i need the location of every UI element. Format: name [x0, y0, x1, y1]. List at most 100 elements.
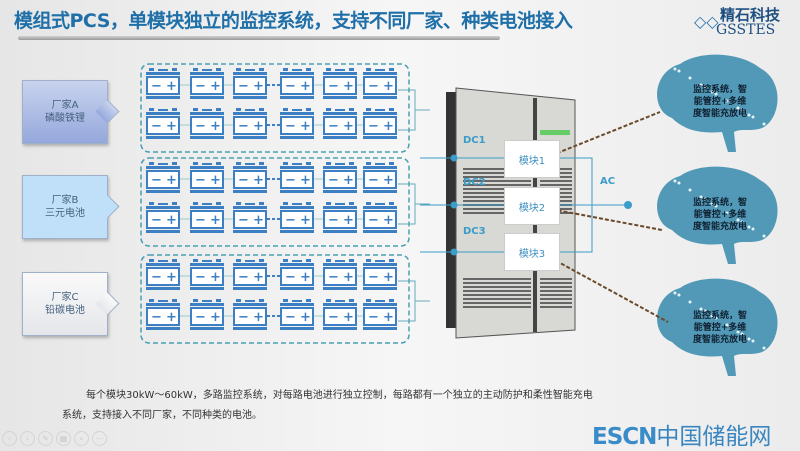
terminal [366, 108, 371, 111]
ac-label: AC [600, 176, 616, 187]
vendor-type: 铅碳电池 [45, 305, 85, 316]
plus-sign: + [343, 270, 354, 285]
next-icon[interactable]: › [20, 431, 35, 446]
group-connector [398, 89, 430, 131]
battery-body [323, 307, 357, 326]
terminal [259, 162, 264, 165]
bar [190, 263, 224, 266]
bar [190, 190, 224, 193]
terminal [149, 202, 154, 205]
vent-slat [463, 302, 531, 304]
prev-icon[interactable]: ‹ [2, 431, 17, 446]
terminal [306, 299, 311, 302]
vent-slat [463, 168, 531, 170]
bar [363, 72, 397, 75]
vent-slat [463, 200, 531, 202]
battery-body [280, 170, 314, 189]
battery-body [190, 267, 224, 286]
terminal [366, 162, 371, 165]
neuron-dot [751, 339, 755, 343]
bar [233, 206, 267, 209]
bar [202, 109, 212, 111]
plus-sign: + [253, 270, 264, 285]
bar [190, 72, 224, 75]
bar [158, 109, 168, 111]
plus-sign: + [166, 119, 177, 134]
terminal [193, 299, 198, 302]
plus-sign: + [166, 79, 177, 94]
bar [363, 166, 397, 169]
minus-sign: − [328, 310, 339, 325]
bar [146, 206, 180, 209]
minus-sign: − [328, 79, 339, 94]
plus-sign: + [383, 79, 394, 94]
logo-cn: 精石科技 [720, 6, 781, 24]
minus-sign: − [195, 213, 206, 228]
bar [363, 230, 397, 233]
neuron-dot [740, 220, 744, 224]
battery-body [233, 76, 267, 95]
watermark: ESCN中国储能网 [592, 424, 772, 450]
bar [233, 303, 267, 306]
dc-node [450, 154, 458, 162]
battery-icon: −+ [190, 68, 224, 99]
neuron-dot [703, 85, 707, 89]
vent-slat [540, 298, 572, 300]
minus-sign: − [238, 119, 249, 134]
plus-sign: + [210, 310, 221, 325]
more-icon[interactable]: ⋯ [92, 431, 107, 446]
bar [146, 230, 180, 233]
bar [146, 263, 180, 266]
plus-sign: + [343, 119, 354, 134]
battery-body [323, 116, 357, 135]
minus-sign: − [195, 310, 206, 325]
terminal [326, 259, 331, 262]
bar [245, 203, 255, 205]
bar [158, 300, 168, 302]
plus-sign: + [300, 79, 311, 94]
terminal [172, 259, 177, 262]
battery-body [363, 267, 397, 286]
brain-3-text: 监控系统，智能管控+多维度智能充放电 [692, 311, 747, 345]
neuron-dot [747, 113, 751, 117]
terminal [349, 68, 354, 71]
dc-node [450, 248, 458, 256]
bar [190, 287, 224, 290]
terminal [283, 68, 288, 71]
battery-body [323, 76, 357, 95]
minus-sign: − [368, 79, 379, 94]
terminal [326, 202, 331, 205]
bar [335, 69, 345, 71]
monitor-link [539, 251, 669, 323]
brain-icon-1 [657, 54, 778, 152]
vent-slat [463, 196, 531, 198]
plus-sign: + [253, 173, 264, 188]
plus-sign: + [253, 213, 264, 228]
terminal [349, 108, 354, 111]
pen-icon[interactable]: ✎ [38, 431, 53, 446]
battery-icon: −+ [190, 259, 224, 290]
bar [245, 109, 255, 111]
bar [335, 109, 345, 111]
battery-icon: −+ [280, 162, 314, 193]
plus-sign: + [166, 310, 177, 325]
bar [323, 263, 357, 266]
zoom-icon[interactable]: ⌕ [74, 431, 89, 446]
battery-body [146, 116, 180, 135]
bar [363, 287, 397, 290]
ac-bus [558, 157, 628, 253]
bar [202, 300, 212, 302]
battery-icon: −+ [280, 259, 314, 290]
plus-sign: + [166, 270, 177, 285]
plus-sign: + [300, 173, 311, 188]
battery-body [363, 210, 397, 229]
grid-icon[interactable]: ▦ [56, 431, 71, 446]
battery-body [146, 210, 180, 229]
terminal [259, 68, 264, 71]
group-connector [398, 183, 430, 225]
vent-slat [463, 180, 531, 182]
battery-icon: −+ [280, 108, 314, 139]
cabinet-side [446, 92, 456, 328]
